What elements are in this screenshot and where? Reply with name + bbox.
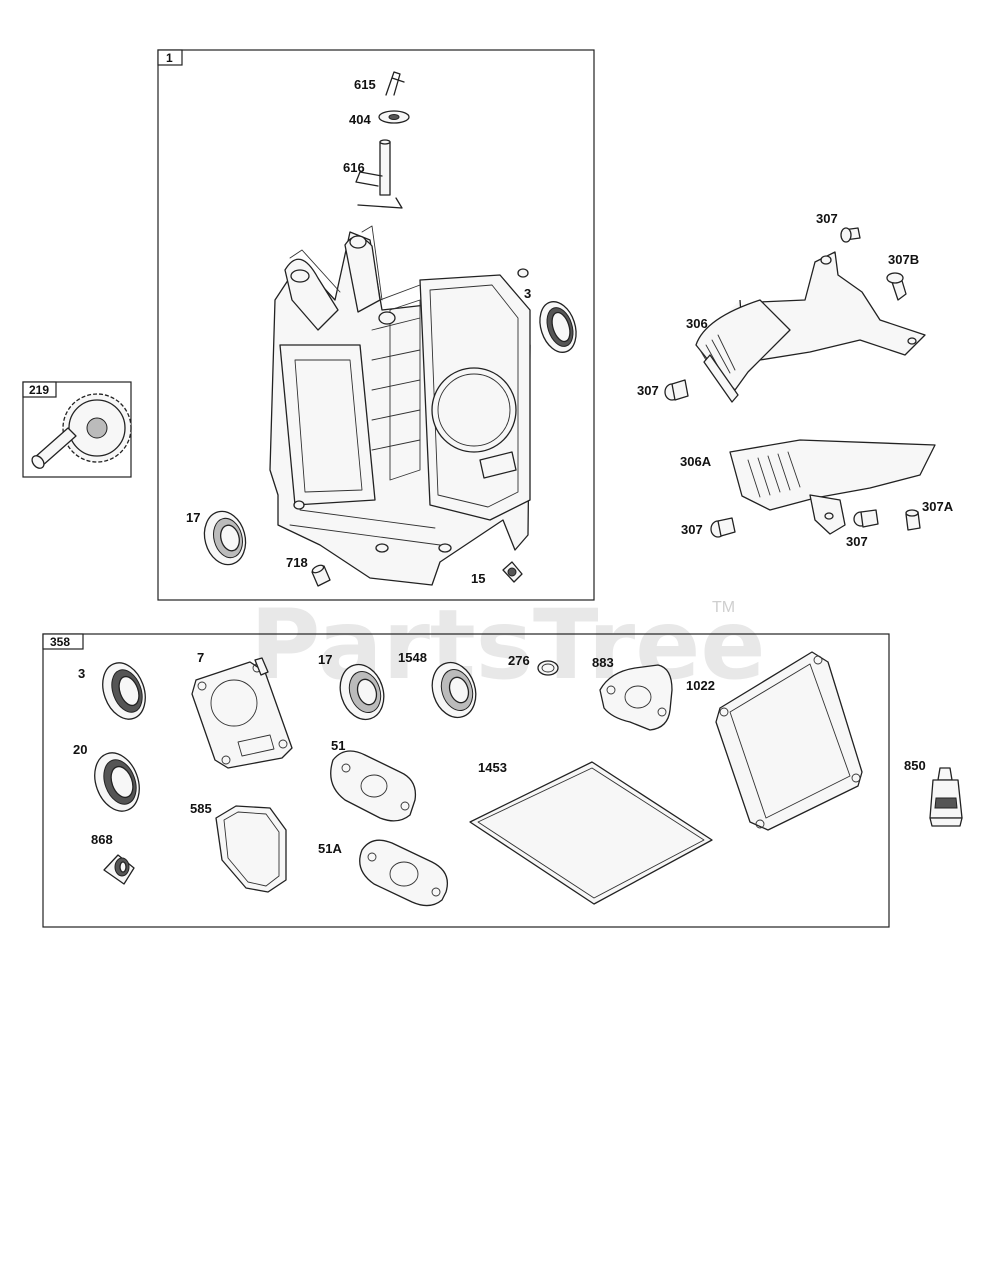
part-7-head-gasket[interactable]	[191, 657, 293, 769]
callout-306A: 306A	[680, 454, 712, 469]
engine-block-casting[interactable]	[269, 225, 531, 586]
gasket-set-assembly[interactable]: 358	[42, 633, 890, 928]
part-718-dowel[interactable]	[311, 564, 331, 587]
callout-585: 585	[190, 801, 212, 816]
callout-307-low-right: 307	[846, 534, 868, 549]
part-276-washer[interactable]	[537, 660, 559, 676]
callout-850: 850	[904, 758, 926, 773]
part-868-valve-seal[interactable]	[103, 854, 135, 885]
part-307-bolt-low-left[interactable]	[710, 517, 736, 538]
callout-718: 718	[286, 555, 308, 570]
callout-3-kit: 3	[78, 666, 85, 681]
callout-307A: 307A	[922, 499, 954, 514]
part-307A-plug[interactable]	[905, 509, 921, 531]
callout-1022: 1022	[686, 678, 715, 693]
part-17-bearing-kit[interactable]	[333, 659, 390, 725]
part-15-plug[interactable]	[502, 561, 523, 583]
callout-51: 51	[331, 738, 345, 753]
callout-307-low-left: 307	[681, 522, 703, 537]
callout-307B: 307B	[888, 252, 919, 267]
assembly-tag-358: 358	[50, 635, 70, 649]
part-883-gasket[interactable]	[599, 664, 673, 731]
callout-3-top: 3	[524, 286, 531, 301]
callout-868: 868	[91, 832, 113, 847]
watermark: PartsTree	[250, 589, 765, 701]
callout-15: 15	[471, 571, 485, 586]
part-307-bolt-left[interactable]	[664, 379, 689, 401]
callout-17-kit: 17	[318, 652, 332, 667]
callout-883: 883	[592, 655, 614, 670]
part-850-sealant-tube[interactable]	[929, 767, 963, 827]
callout-7: 7	[197, 650, 204, 665]
governor-gear-assembly[interactable]: 219	[22, 381, 132, 478]
callout-20: 20	[73, 742, 87, 757]
part-307-bolt-low-right[interactable]	[853, 509, 879, 528]
part-616-shaft[interactable]	[355, 139, 403, 209]
callout-404: 404	[349, 112, 371, 127]
part-404-washer[interactable]	[378, 110, 410, 124]
callout-307-top: 307	[816, 211, 838, 226]
part-17-bearing[interactable]	[199, 507, 252, 570]
callout-616: 616	[343, 160, 365, 175]
part-3-oil-seal[interactable]	[534, 297, 582, 357]
callout-17-block: 17	[186, 510, 200, 525]
part-307B-bolt[interactable]	[886, 272, 907, 301]
callout-307-left: 307	[637, 383, 659, 398]
callout-1548: 1548	[398, 650, 427, 665]
callout-51A: 51A	[318, 841, 342, 856]
assembly-tag-1: 1	[166, 51, 173, 65]
part-51-gasket[interactable]	[330, 750, 417, 822]
part-1022-gasket[interactable]	[715, 651, 863, 831]
callout-615: 615	[354, 77, 376, 92]
part-307-bolt-top[interactable]	[840, 227, 861, 243]
part-51A-gasket[interactable]	[359, 839, 449, 907]
callout-306: 306	[686, 316, 708, 331]
callout-1453: 1453	[478, 760, 507, 775]
part-615-clip[interactable]	[385, 71, 405, 96]
watermark-trademark: TM	[712, 599, 735, 616]
part-306-heat-shield[interactable]	[695, 251, 926, 403]
part-585-gasket[interactable]	[215, 805, 287, 893]
part-219-gear	[31, 393, 132, 469]
part-306A-heat-shield[interactable]	[729, 439, 936, 535]
assembly-tag-219: 219	[29, 383, 49, 397]
callout-276: 276	[508, 653, 530, 668]
part-3-oil-seal-kit[interactable]	[95, 657, 152, 725]
part-1453-seal[interactable]	[469, 761, 713, 905]
part-1548-bearing[interactable]	[425, 657, 482, 723]
engine-block-assembly[interactable]: 1	[157, 49, 595, 601]
part-20-oil-seal[interactable]	[87, 747, 147, 818]
